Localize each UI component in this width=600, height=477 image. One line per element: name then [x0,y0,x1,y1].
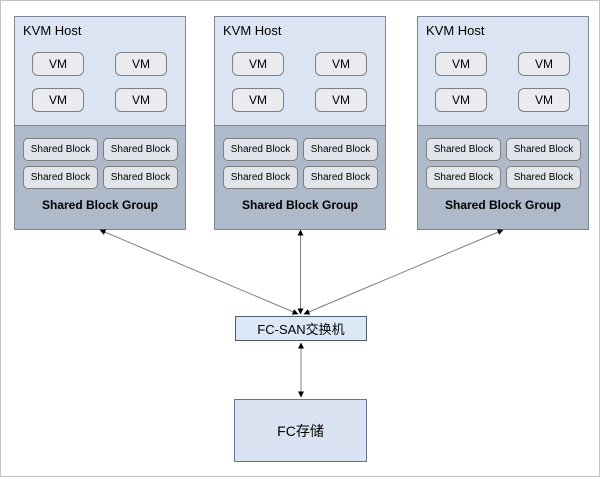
fc-san-switch-box: FC-SAN交换机 [235,316,367,341]
connector-group1-switch [99,229,299,315]
shared-block-group-1: Shared Block Shared Block Shared Block S… [14,125,186,230]
vm-box: VM [315,52,367,76]
kvm-host-title: KVM Host [426,23,485,38]
vm-box: VM [232,52,284,76]
connector-group3-switch [303,229,504,315]
kvm-host-box-1: KVM Host VM VM VM VM Shared Block Shared… [14,16,186,230]
shared-block-group-3: Shared Block Shared Block Shared Block S… [417,125,589,230]
shared-block-box: Shared Block [223,138,298,161]
vm-box: VM [315,88,367,112]
shared-block-box: Shared Block [506,138,581,161]
vm-box: VM [115,88,167,112]
shared-block-box: Shared Block [103,166,178,189]
shared-block-box: Shared Block [23,138,98,161]
vm-box: VM [435,88,487,112]
shared-block-box: Shared Block [303,166,378,189]
shared-block-box: Shared Block [426,138,501,161]
vm-box: VM [115,52,167,76]
shared-block-group-2: Shared Block Shared Block Shared Block S… [214,125,386,230]
vm-box: VM [32,52,84,76]
shared-block-group-label: Shared Block Group [41,198,159,212]
shared-block-box: Shared Block [223,166,298,189]
fc-storage-box: FC存储 [234,399,367,462]
kvm-host-title: KVM Host [23,23,82,38]
shared-block-box: Shared Block [426,166,501,189]
kvm-host-title: KVM Host [223,23,282,38]
vm-box: VM [518,52,570,76]
shared-block-box: Shared Block [103,138,178,161]
vm-box: VM [232,88,284,112]
vm-box: VM [518,88,570,112]
shared-block-group-label: Shared Block Group [444,198,562,212]
shared-block-box: Shared Block [303,138,378,161]
kvm-host-box-3: KVM Host VM VM VM VM Shared Block Shared… [417,16,589,230]
kvm-host-box-2: KVM Host VM VM VM VM Shared Block Shared… [214,16,386,230]
shared-block-box: Shared Block [23,166,98,189]
vm-box: VM [32,88,84,112]
vm-box: VM [435,52,487,76]
shared-block-box: Shared Block [506,166,581,189]
shared-block-group-label: Shared Block Group [241,198,359,212]
